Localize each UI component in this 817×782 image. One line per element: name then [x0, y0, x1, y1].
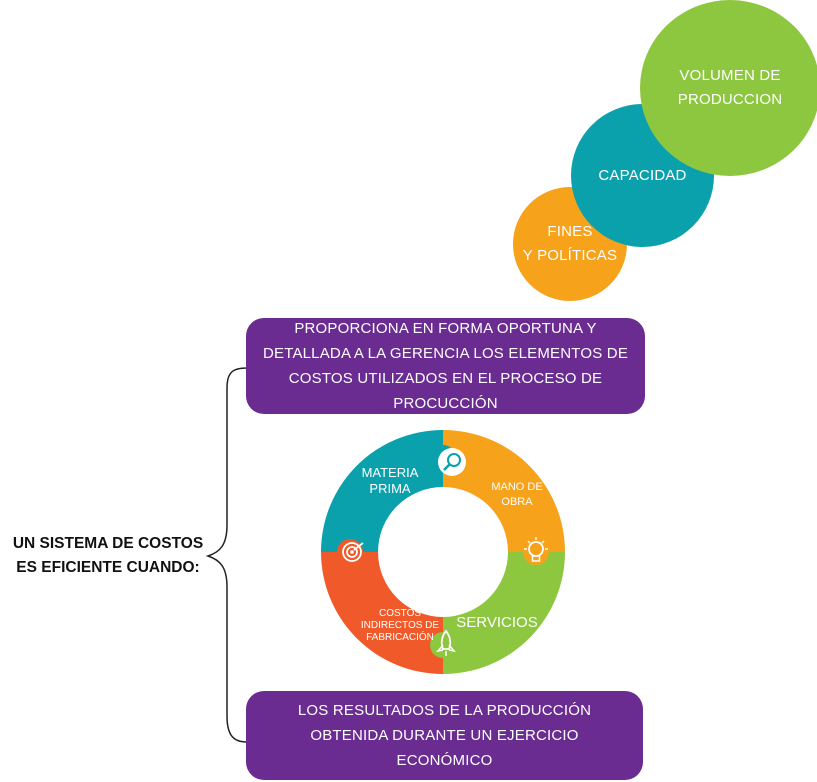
lead-text: UN SISTEMA DE COSTOS ES EFICIENTE CUANDO… [12, 535, 204, 576]
rocket-icon [436, 629, 456, 656]
ring-segment-servicios [443, 552, 565, 674]
ring-label-mano-de-obra: MANO DE OBRA [491, 481, 543, 508]
ring-tab [337, 539, 363, 565]
target-icon [342, 542, 364, 562]
bottom-box: LOS RESULTADOS DE LA PRODUCCIÓN OBTENIDA… [246, 691, 643, 780]
magnifier-icon [438, 448, 466, 476]
ring-label-costos-indirectos: COSTOS INDIRECTOS DE FABRICACIÓN [360, 608, 440, 643]
ring-segment-costos-indirectos [321, 552, 443, 674]
top-box-text: PROPORCIONA EN FORMA OPORTUNA Y DETALLAD… [262, 320, 629, 412]
ring-label-servicios: SERVICIOS [456, 614, 538, 631]
lightbulb-icon [524, 537, 548, 562]
bottom-box-text: LOS RESULTADOS DE LA PRODUCCIÓN OBTENIDA… [297, 702, 592, 769]
ring-label-materia-prima: MATERIA PRIMA [361, 465, 419, 496]
ring-segment-materia-prima [321, 430, 443, 552]
ring-segment-mano-de-obra [443, 430, 565, 552]
bubble-volumen-produccion: VOLUMEN DE PRODUCCION [640, 0, 817, 176]
top-box: PROPORCIONA EN FORMA OPORTUNA Y DETALLAD… [246, 318, 645, 414]
